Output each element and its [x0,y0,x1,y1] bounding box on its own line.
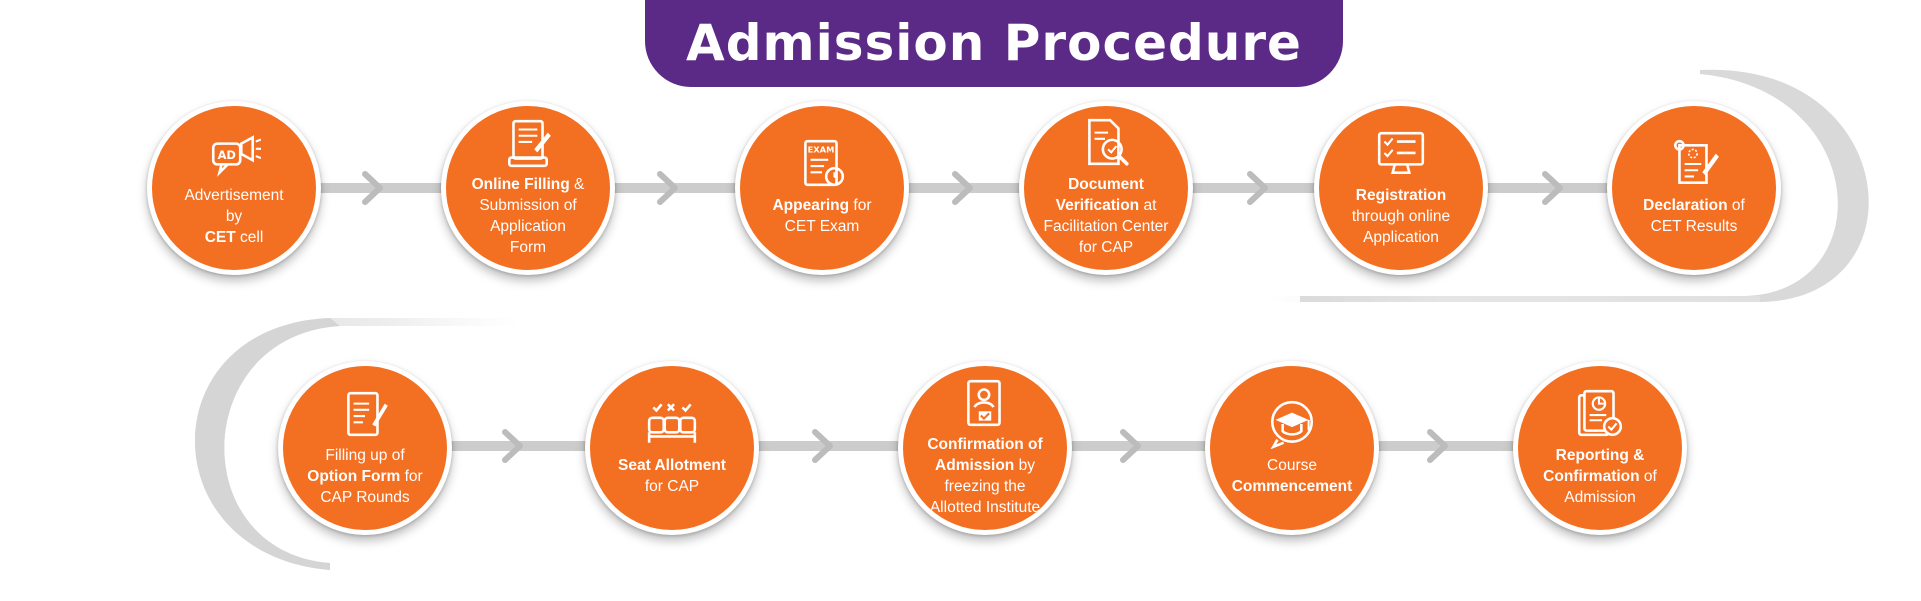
seat-allotment-icon [647,403,697,443]
page-title: Admission Procedure [686,13,1302,72]
option-form-icon [347,391,388,436]
result-scroll-icon [1674,139,1719,184]
confirmation-id-icon [967,379,1001,427]
graduation-cap-icon [1270,400,1314,449]
report-document-icon [1577,389,1623,436]
svg-text:EXAM: EXAM [808,145,835,155]
svg-text:AD: AD [218,148,236,162]
exam-paper-icon: EXAM [804,139,845,187]
advertisement-megaphone-icon: AD [211,134,261,177]
online-form-icon [508,119,551,168]
document-search-icon [1088,118,1129,166]
computer-registration-icon [1377,131,1425,174]
title-banner: Admission Procedure [645,0,1343,87]
